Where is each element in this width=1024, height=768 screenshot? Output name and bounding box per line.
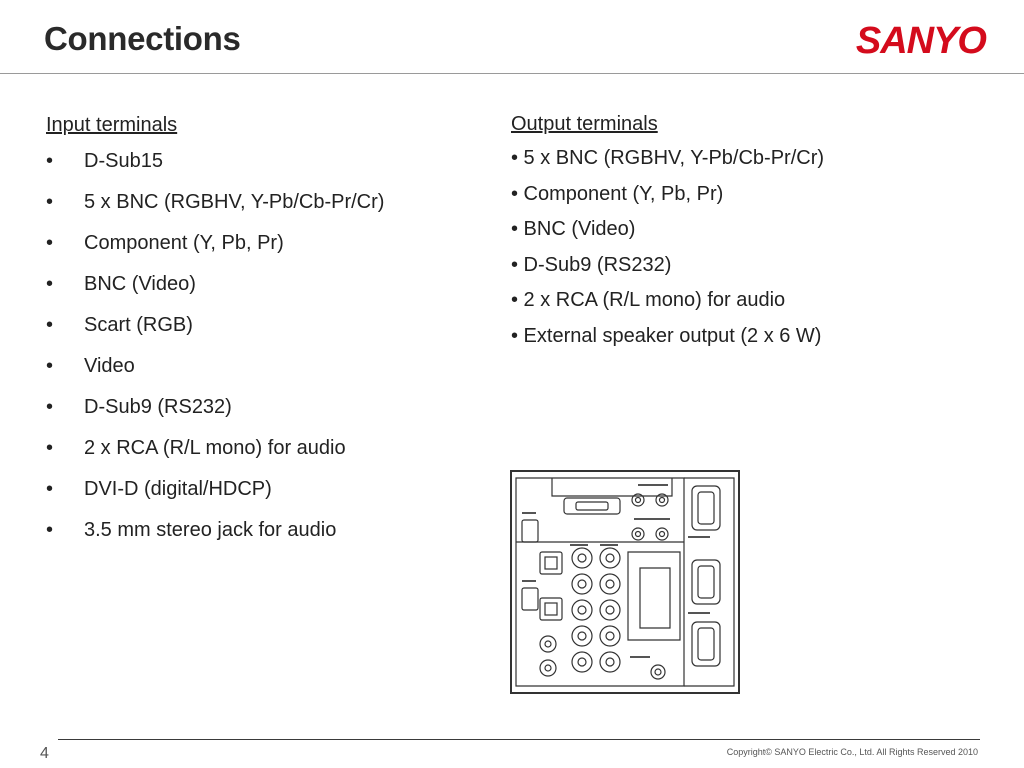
slide-title: Connections: [44, 20, 241, 57]
input-terminal-label: 3.5 mm stereo jack for audio: [84, 519, 337, 541]
list-item: • 5 x BNC (RGBHV, Y-Pb/Cb-Pr/Cr): [511, 147, 825, 169]
list-item: • 2 x RCA (R/L mono) for audio: [511, 289, 786, 311]
bullet: •: [46, 355, 54, 377]
bullet: •: [46, 150, 54, 172]
bullet: •: [46, 478, 54, 500]
bullet: •: [46, 396, 54, 418]
output-terminals-list: • 5 x BNC (RGBHV, Y-Pb/Cb-Pr/Cr) • Compo…: [511, 146, 991, 359]
list-item: • External speaker output (2 x 6 W): [511, 324, 822, 347]
list-item: • Video: [46, 354, 486, 395]
copyright-notice: Copyright© SANYO Electric Co., Ltd. All …: [726, 747, 978, 757]
list-item: • Scart (RGB): [46, 313, 486, 354]
header-divider: [0, 73, 1024, 74]
input-terminals-section: Input terminals • D-Sub15 • 5 x BNC (RGBHV…: [46, 114, 486, 559]
list-item: • 3.5 mm stereo jack for audio: [46, 518, 486, 559]
list-item: • BNC (Video): [511, 218, 636, 240]
list-item: • Component (Y, Pb, Pr): [46, 231, 486, 272]
output-terminals-section: Output terminals • 5 x BNC (RGBHV, Y-Pb/…: [511, 113, 991, 359]
list-item: • 5 x BNC (RGBHV, Y-Pb/Cb-Pr/Cr): [46, 190, 486, 231]
input-terminals-heading: Input terminals: [46, 114, 178, 136]
input-terminal-label: Component (Y, Pb, Pr): [84, 232, 284, 254]
bullet: •: [46, 273, 54, 295]
footer-divider: [58, 739, 980, 740]
connector-panel-illustration: [510, 470, 740, 694]
bullet: •: [46, 437, 54, 459]
sanyo-logo: SANYO: [855, 20, 987, 62]
input-terminal-label: 2 x RCA (R/L mono) for audio: [84, 437, 346, 459]
list-item: • Component (Y, Pb, Pr): [511, 182, 724, 205]
input-terminal-label: DVI-D (digital/HDCP): [84, 478, 272, 500]
list-item: • D-Sub9 (RS232): [46, 395, 486, 436]
list-item: • BNC (Video): [46, 272, 486, 313]
input-terminals-list: • D-Sub15 • 5 x BNC (RGBHV, Y-Pb/Cb-Pr/Cr)…: [46, 149, 486, 559]
list-item: • D-Sub9 (RS232): [511, 253, 672, 276]
bullet: •: [46, 232, 54, 254]
bullet: •: [46, 314, 54, 336]
list-item: • D-Sub15: [46, 149, 486, 190]
input-terminal-label: Scart (RGB): [84, 314, 193, 336]
list-item: • 2 x RCA (R/L mono) for audio: [46, 436, 486, 477]
input-terminal-label: D-Sub9 (RS232): [84, 396, 232, 418]
input-terminal-label: D-Sub15: [84, 150, 163, 172]
input-terminal-label: Video: [84, 355, 135, 377]
output-terminals-heading: Output terminals: [511, 113, 658, 135]
page-number: 4: [40, 745, 49, 762]
connector-panel-drawing: [515, 477, 735, 687]
list-item: • DVI-D (digital/HDCP): [46, 477, 486, 518]
bullet: •: [46, 191, 54, 213]
bullet: •: [46, 519, 54, 541]
input-terminal-label: 5 x BNC (RGBHV, Y-Pb/Cb-Pr/Cr): [84, 191, 385, 213]
input-terminal-label: BNC (Video): [84, 273, 196, 295]
